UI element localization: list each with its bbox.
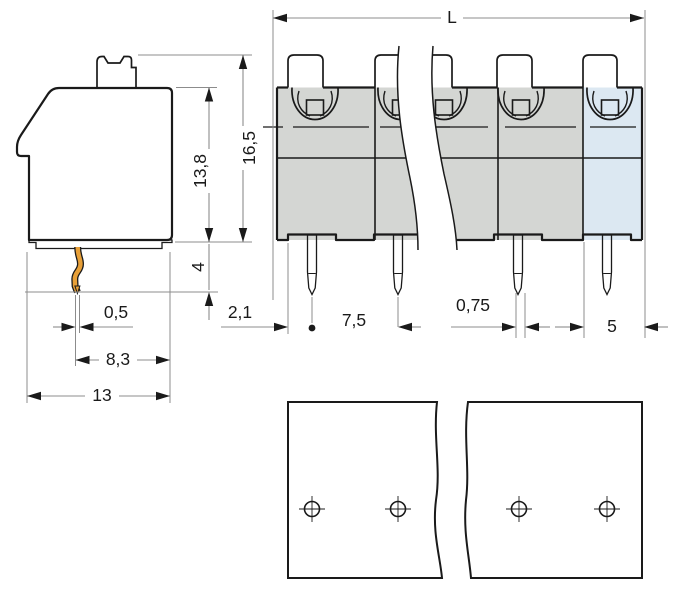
- drill-hole-marker: [594, 496, 620, 522]
- solder-pin-side: [71, 246, 85, 296]
- drill-hole-marker: [299, 496, 325, 522]
- push-button: [434, 99, 454, 116]
- side-view-dimensions: 16,5 13,8 4 0,5 8,3 13: [25, 54, 259, 405]
- housing-bottom-edge: [277, 233, 642, 242]
- front-view: [263, 45, 644, 296]
- pcb-outline-left: [287, 401, 444, 579]
- housing-foot-strip: [28, 239, 173, 250]
- drill-hole-marker: [506, 496, 532, 522]
- clamp-opening: [586, 87, 634, 121]
- break-symbol: [396, 45, 458, 251]
- partial-pole-fragment: [431, 54, 488, 128]
- side-view: [15, 55, 174, 296]
- solder-pin: [512, 234, 524, 296]
- drill-hole-marker: [385, 496, 411, 522]
- dim-edge-to-first-pin-label: 2,1: [228, 302, 252, 322]
- pcb-drilling-plan: [287, 401, 643, 579]
- solder-pin: [392, 234, 404, 296]
- dim-total-length-label: L: [447, 7, 457, 27]
- push-button: [600, 99, 620, 116]
- push-button: [511, 99, 531, 116]
- end-section: [583, 87, 642, 240]
- dim-total-height-label: 16,5: [239, 131, 259, 165]
- pcb-outline-right: [464, 401, 643, 579]
- dim-pin-pitch-label: 7,5: [342, 310, 366, 330]
- solder-pin: [601, 234, 613, 296]
- clamp-opening: [291, 87, 339, 121]
- dim-housing-depth-label: 13: [92, 385, 111, 405]
- release-tab: [496, 54, 533, 88]
- release-tab: [287, 54, 324, 88]
- dim-housing-height-label: 13,8: [190, 154, 210, 188]
- release-tab: [582, 54, 618, 88]
- push-button: [305, 99, 325, 116]
- dim-pin-width-label: 0,75: [456, 295, 490, 315]
- dim-pin-thickness-label: 0,5: [104, 302, 128, 322]
- dim-end-section-width-label: 5: [607, 316, 617, 336]
- front-view-dimensions: L 2,1 7,5 0,75 5: [221, 7, 668, 338]
- clamp-opening: [497, 87, 545, 121]
- mounting-latch: [96, 55, 137, 89]
- solder-pin: [306, 234, 318, 296]
- housing-body-side: [15, 86, 174, 242]
- dim-reference-dot: [308, 324, 316, 332]
- dim-pin-to-edge-label: 8,3: [106, 349, 130, 369]
- dim-pin-protrusion-label: 4: [188, 262, 208, 272]
